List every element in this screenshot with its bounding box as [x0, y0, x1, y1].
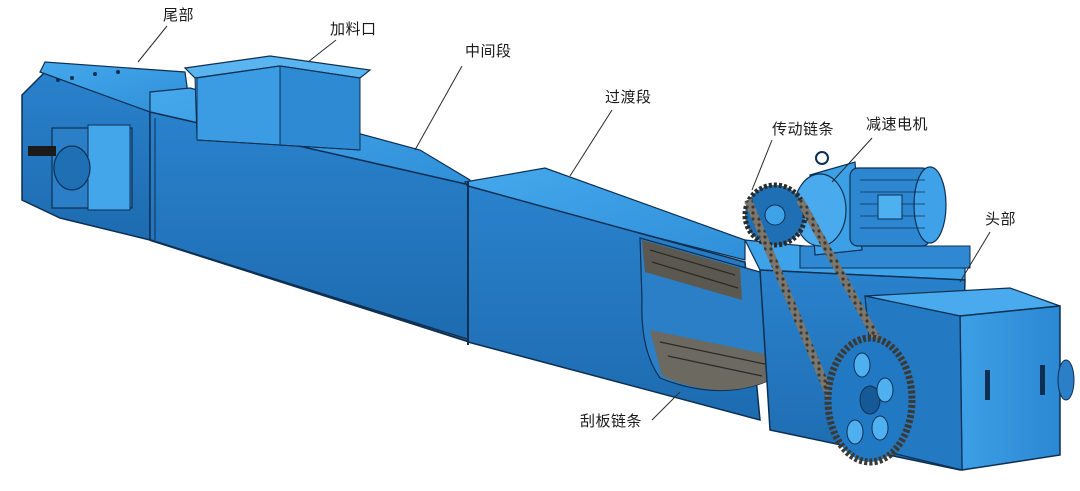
tail-section	[21, 61, 191, 241]
leader-head	[959, 231, 991, 283]
leader-feed-inlet	[307, 39, 337, 63]
head-section	[743, 239, 1075, 471]
label-feed-inlet: 加料口	[330, 20, 377, 38]
label-head: 头部	[985, 210, 1017, 228]
label-tail: 尾部	[163, 6, 195, 24]
label-scraper-chain: 刮板链条	[580, 412, 643, 430]
leader-scraper-chain	[651, 391, 681, 421]
leader-middle-section	[414, 65, 463, 151]
label-drive-chain: 传动链条	[772, 120, 835, 138]
gear-motor	[793, 151, 971, 269]
label-middle-section: 中间段	[465, 42, 512, 60]
label-transition-section: 过渡段	[605, 88, 652, 106]
leader-drive-chain	[751, 139, 773, 191]
leader-gear-motor	[831, 137, 873, 183]
leader-tail	[137, 25, 168, 63]
feed-inlet	[183, 55, 372, 151]
leader-lines	[137, 25, 991, 421]
transition-section	[464, 167, 771, 422]
leader-transition-section	[569, 109, 613, 177]
drive-chain	[742, 182, 916, 466]
label-gear-motor: 减速电机	[866, 115, 929, 133]
